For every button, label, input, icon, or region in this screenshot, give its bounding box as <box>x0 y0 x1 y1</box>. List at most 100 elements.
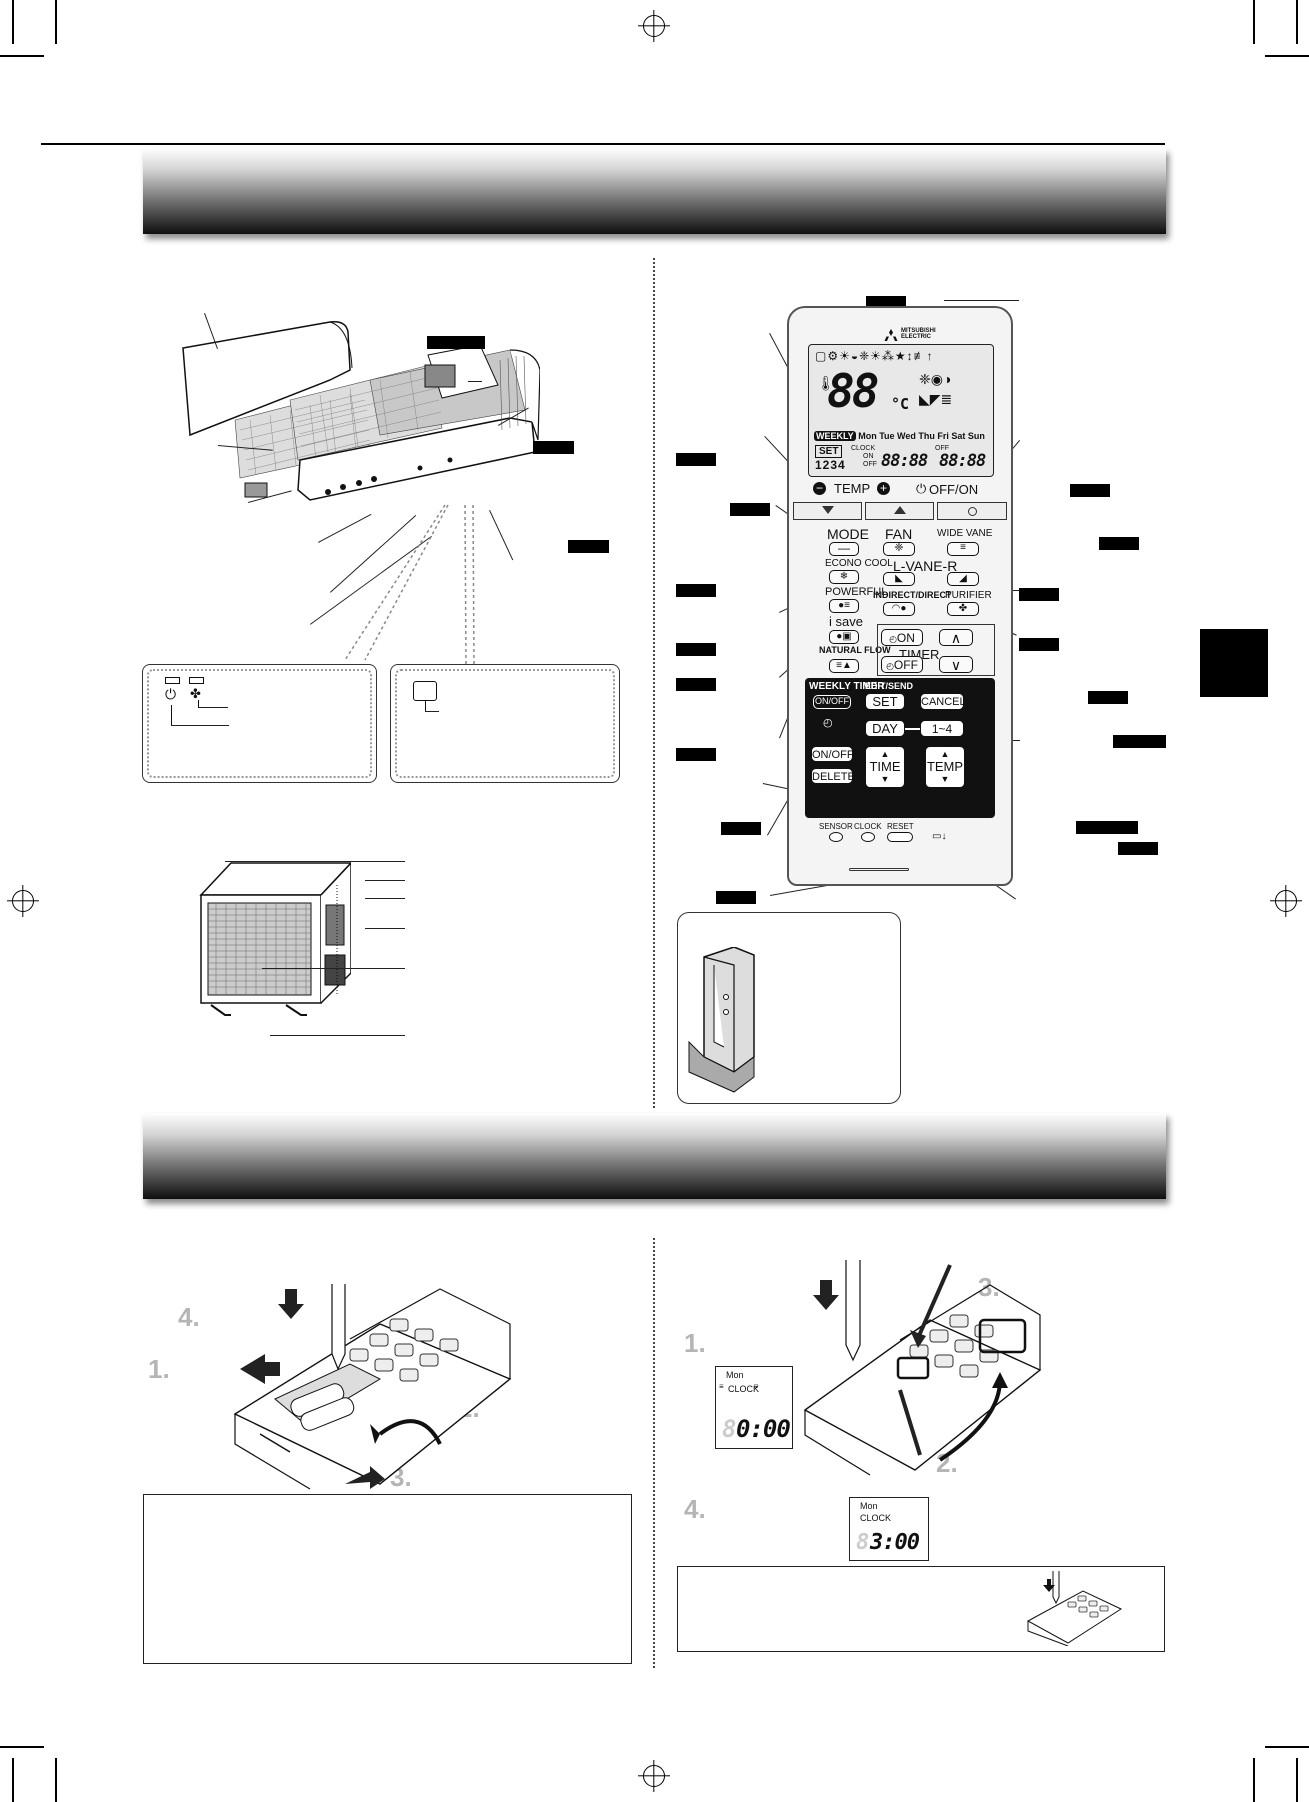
set-button[interactable]: SET <box>865 693 905 710</box>
delete-button[interactable]: DELETE <box>811 768 855 784</box>
remote-holder-illustration <box>688 947 755 1093</box>
label-tag <box>676 643 716 656</box>
time-button[interactable]: ▲ TIME ▼ <box>865 746 905 788</box>
label-tag <box>866 296 906 309</box>
section-banner-parts <box>143 148 1166 234</box>
timer-off-tag-2: OFF <box>935 445 949 452</box>
column-divider <box>653 258 655 1108</box>
display-clock-label: CLOCK <box>860 1513 892 1523</box>
sensor-button[interactable] <box>829 832 843 842</box>
label-tag <box>1076 821 1138 834</box>
indicator-lamp-box: ⏻ ✤ <box>142 664 377 783</box>
registration-mark <box>12 890 34 912</box>
registration-mark <box>643 1765 665 1787</box>
cancel-button[interactable]: CANCEL <box>920 693 966 710</box>
display-day: Mon <box>860 1501 878 1511</box>
clock-small-icon: ◴ <box>886 661 894 671</box>
battery-cover-line <box>849 868 909 871</box>
i-save-button[interactable]: ●▣ <box>829 630 859 644</box>
connector-line <box>905 728 920 730</box>
clock-set-illustration <box>803 1260 1042 1476</box>
time-label: TIME <box>869 759 901 774</box>
powerful-button[interactable]: ●≡ <box>829 599 859 613</box>
day-button[interactable]: DAY <box>865 720 905 737</box>
battery-notes-box <box>143 1494 632 1664</box>
weekly-timer-panel: WEEKLY TIMER ON/OFF EDIT/SEND SET CANCEL… <box>805 678 995 818</box>
temp-down-icon: − <box>813 482 826 495</box>
clock-button[interactable] <box>861 832 875 842</box>
clock-tag: CLOCK <box>851 445 876 452</box>
battery-icon: ▭↓ <box>932 831 947 842</box>
leader-line <box>262 968 405 969</box>
blink-marks: ≡≡ <box>719 1382 789 1391</box>
crop-mark <box>1296 0 1298 44</box>
temp-down-button[interactable] <box>793 502 862 520</box>
clock-icon: ◴ <box>823 717 833 729</box>
label-tag <box>676 678 716 691</box>
weekday-list: Mon Tue Wed Thu Fri Sat Sun <box>858 431 985 441</box>
clock-display-set: Mon CLOCK 8 3:00 <box>849 1497 929 1561</box>
timer-down-button[interactable]: ∨ <box>939 656 973 673</box>
display-time: 0:00 <box>736 1415 791 1443</box>
leader-line <box>225 861 405 862</box>
label-tag <box>427 336 485 349</box>
natural-flow-button[interactable]: ≡▲ <box>829 659 859 673</box>
lvane-right-button[interactable]: ◢ <box>947 572 979 586</box>
one-to-four-button[interactable]: 1~4 <box>920 720 964 737</box>
set-tag: SET <box>815 445 843 458</box>
crop-mark <box>1265 1746 1309 1748</box>
timer-up-button[interactable]: ∧ <box>939 629 973 646</box>
brand-name: MITSUBISHI ELECTRIC <box>901 328 936 340</box>
leader-line <box>770 884 830 896</box>
timer-off-button[interactable]: ◴OFF <box>881 656 923 673</box>
lvane-left-button[interactable]: ◣ <box>883 572 915 586</box>
temp-button[interactable]: ▲ TEMP ▼ <box>925 746 965 788</box>
leader-line <box>365 898 405 899</box>
ghost-digit: 8 <box>722 1415 737 1443</box>
power-symbol-icon: ⏻ <box>165 686 177 702</box>
leader-line <box>171 705 172 725</box>
wide-vane-button[interactable]: ≡ <box>947 542 979 556</box>
offon-button[interactable] <box>937 502 1007 520</box>
timer-off-label: OFF <box>893 658 918 672</box>
crop-mark <box>0 55 44 57</box>
temp-up-icon: + <box>877 482 890 495</box>
crop-mark <box>1253 1758 1255 1802</box>
leader-line <box>198 700 199 708</box>
label-tag <box>730 503 770 516</box>
sensor-label: SENSOR <box>819 822 853 831</box>
mode-button[interactable]: — <box>829 542 859 556</box>
circle-icon <box>968 507 977 516</box>
receiver-window <box>413 681 437 701</box>
indirect-direct-button[interactable]: ◠● <box>883 602 915 616</box>
weekly-timer-label: WEEKLY TIMER <box>809 681 885 692</box>
fan-button[interactable]: ❈ <box>883 542 915 556</box>
vane-icons: ◣◤≣ <box>919 391 953 407</box>
label-tag <box>1118 842 1158 855</box>
registration-mark <box>643 15 665 37</box>
timer-on-button[interactable]: ◴ON <box>881 629 923 646</box>
econo-cool-button[interactable]: ❄ <box>829 570 859 584</box>
temp-up-button[interactable] <box>865 502 934 520</box>
reset-illustration <box>1026 1571 1123 1646</box>
i-save-label: i save <box>829 614 863 629</box>
leader-line <box>425 711 439 712</box>
timer-off-tag: OFF <box>863 461 877 468</box>
battery-step-1: 1. <box>148 1354 170 1384</box>
weekly-onoff-button[interactable]: ON/OFF <box>813 695 851 709</box>
clock-notes-box <box>677 1566 1165 1652</box>
crop-mark <box>55 1758 57 1802</box>
set-numbers: 1234 <box>815 458 846 472</box>
label-tag <box>716 891 756 904</box>
leader-line <box>944 300 1019 301</box>
clock-small-icon: ◴ <box>889 634 897 644</box>
temp-label: TEMP <box>834 481 871 496</box>
fan-icons: ❈◉◑ <box>919 371 952 387</box>
wide-vane-label: WIDE VANE <box>937 528 993 539</box>
timer-onoff-button[interactable]: ON/OFF <box>811 746 854 762</box>
clock-step-4: 4. <box>684 1494 706 1524</box>
remote-holder-box <box>677 912 901 1104</box>
purifier-button[interactable]: ✤ <box>947 602 979 616</box>
reset-button[interactable] <box>887 832 913 842</box>
ghost-digit: 8 <box>856 1530 870 1555</box>
